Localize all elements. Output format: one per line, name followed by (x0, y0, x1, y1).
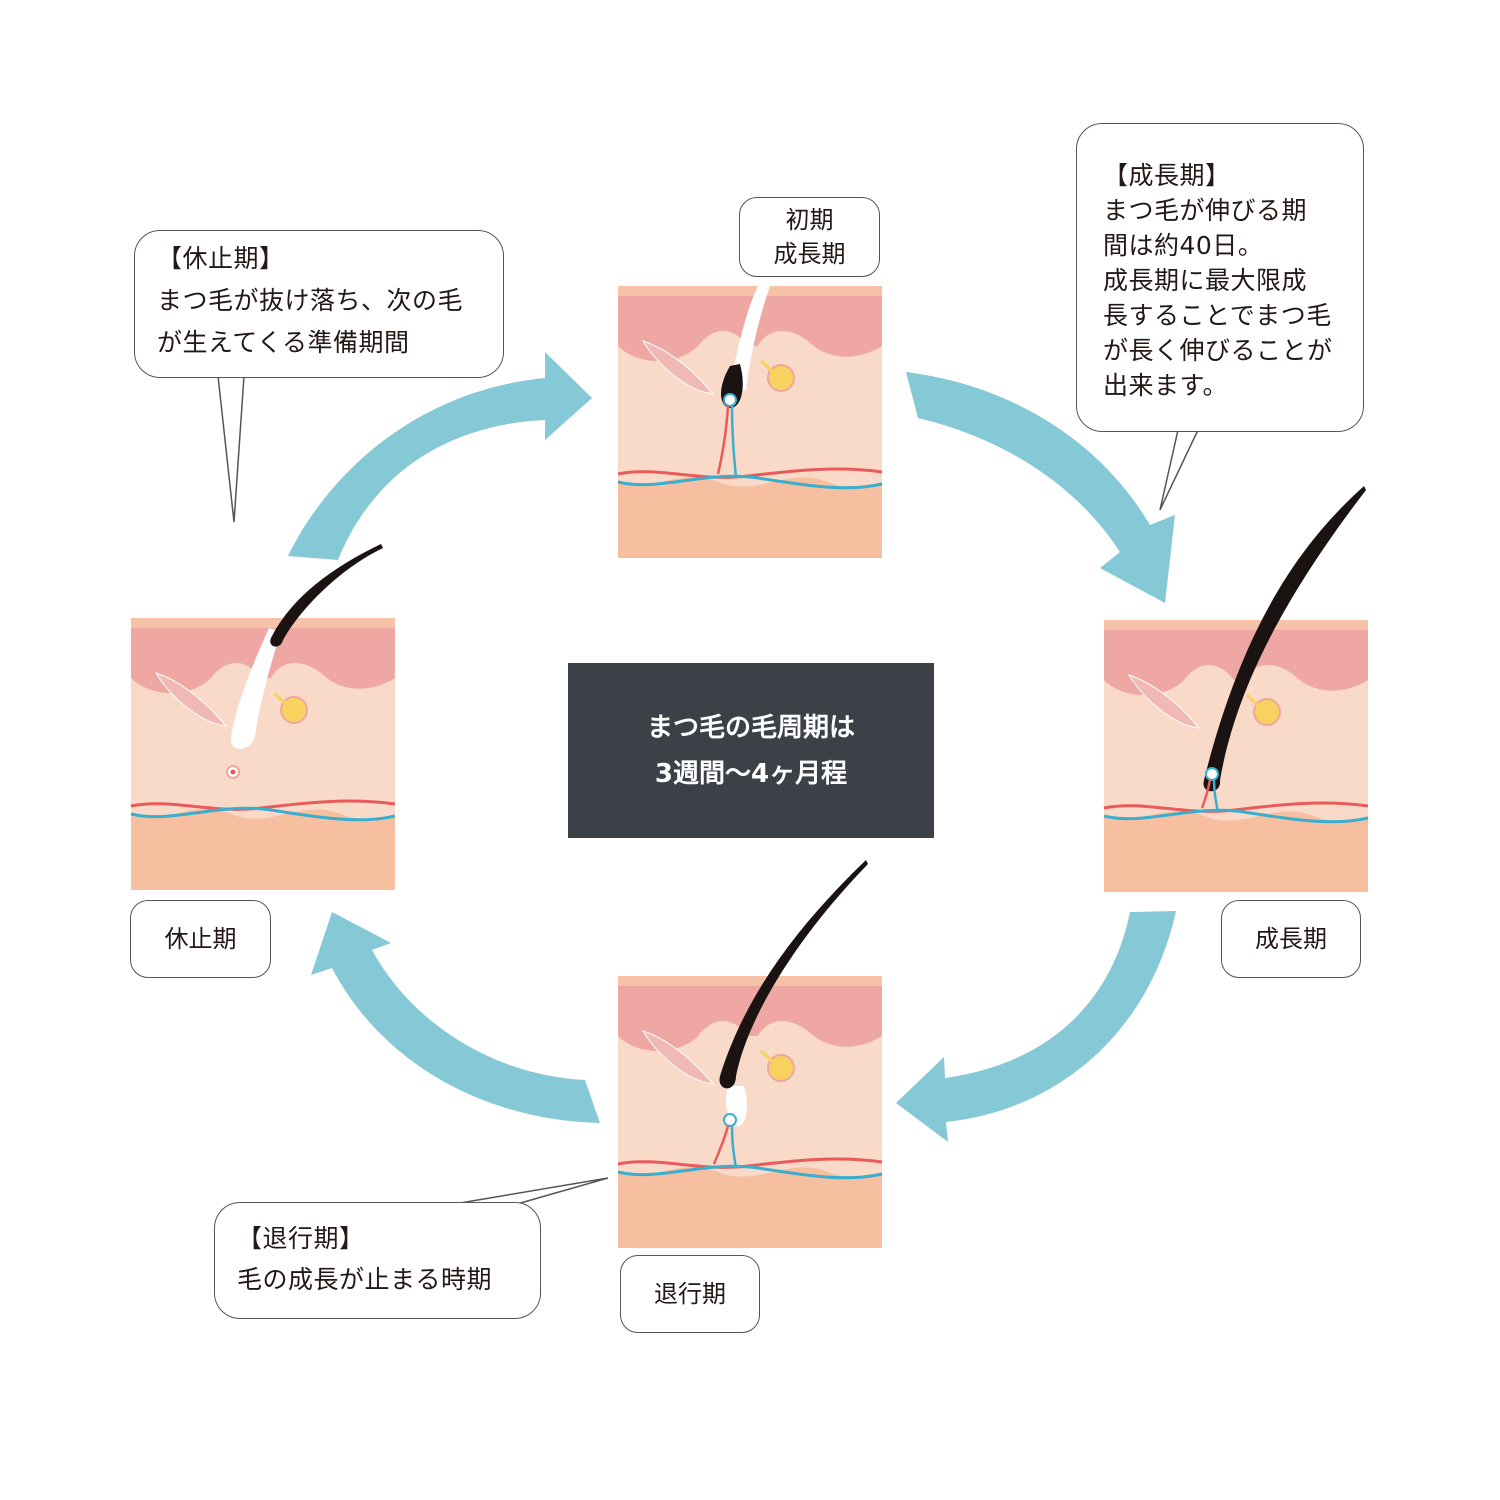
panel-catagen (616, 860, 884, 1250)
callout-anagen-body: まつ毛が伸びる期 間は約40日。 成長期に最大限成 長することでまつ毛 が長く伸… (1103, 196, 1333, 400)
callout-anagen: 【成長期】 まつ毛が伸びる期 間は約40日。 成長期に最大限成 長することでまつ… (1076, 123, 1364, 432)
arrow-telogen-to-early-anagen (288, 352, 592, 560)
arrow-anagen-to-catagen (896, 911, 1176, 1142)
cycle-duration-box: まつ毛の毛周期は 3週間〜4ヶ月程 (568, 663, 934, 838)
panel-early-anagen (616, 284, 884, 560)
callout-catagen-title: 【退行期】 (237, 1224, 365, 1253)
label-early-anagen: 初期 成長期 (739, 197, 880, 277)
callout-catagen: 【退行期】 毛の成長が止まる時期 (214, 1202, 541, 1319)
callout-telogen-title: 【休止期】 (157, 244, 285, 273)
callout-catagen-body: 毛の成長が止まる時期 (237, 1265, 493, 1294)
callout-telogen-body: まつ毛が抜け落ち、次の毛 が生えてくる準備期間 (157, 286, 464, 357)
arrow-catagen-to-telogen (311, 912, 600, 1123)
cycle-duration-line1: まつ毛の毛周期は (646, 712, 855, 743)
callout-telogen: 【休止期】 まつ毛が抜け落ち、次の毛 が生えてくる準備期間 (134, 230, 504, 378)
panel-telogen (129, 544, 397, 892)
cycle-duration-line2: 3週間〜4ヶ月程 (654, 758, 848, 789)
callout-anagen-title: 【成長期】 (1103, 161, 1231, 190)
label-catagen: 退行期 (620, 1255, 760, 1333)
label-telogen: 休止期 (130, 900, 271, 978)
label-anagen: 成長期 (1221, 900, 1361, 978)
panel-anagen (1102, 486, 1370, 894)
arrow-early-anagen-to-anagen (906, 372, 1175, 603)
